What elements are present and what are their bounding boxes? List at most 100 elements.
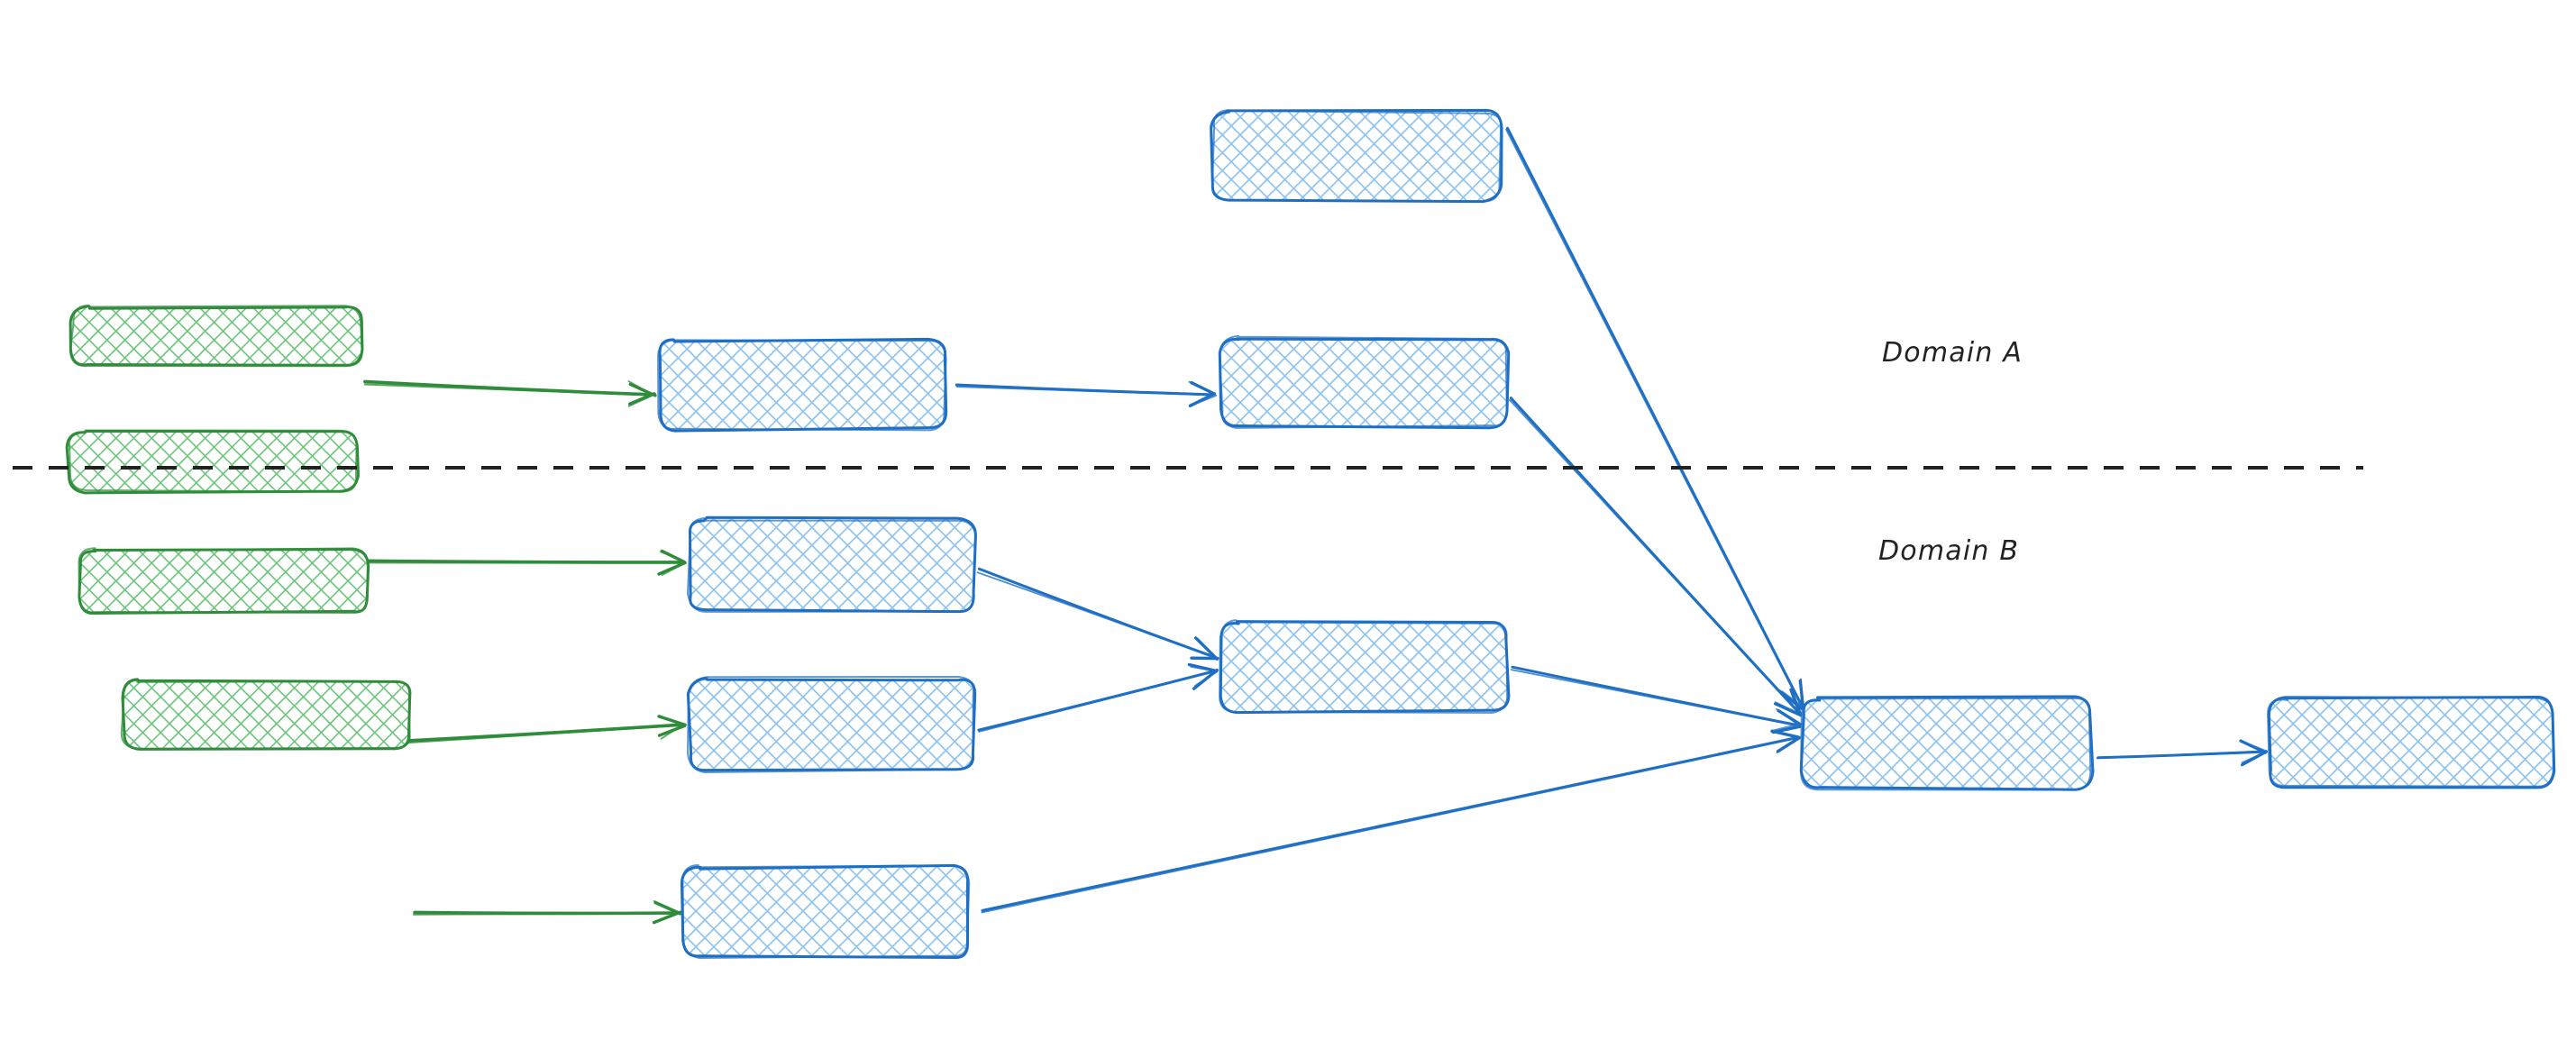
edge-arrowhead xyxy=(653,899,681,914)
edge-arrowhead xyxy=(1197,637,1218,660)
edge-line xyxy=(363,379,653,397)
diagram-node-green[interactable] xyxy=(120,678,412,751)
node-fill xyxy=(2269,698,2553,787)
diagram-edge xyxy=(2096,739,2268,767)
edge-line xyxy=(1509,397,1800,714)
node-outline xyxy=(78,547,369,615)
diagram-edge xyxy=(977,662,1219,733)
edge-arrowhead xyxy=(653,911,680,924)
node-outline xyxy=(2267,696,2554,788)
edge-arrowhead xyxy=(1190,656,1219,660)
node-outline xyxy=(681,864,971,960)
edge-arrowhead xyxy=(627,393,657,407)
diagram-node-blue[interactable] xyxy=(1210,108,1503,204)
node-fill xyxy=(1221,621,1508,713)
edge-line xyxy=(1508,398,1799,714)
diagram-node-green[interactable] xyxy=(65,429,360,495)
edge-line xyxy=(371,724,683,746)
edge-arrowhead xyxy=(660,716,686,726)
edge-arrowhead xyxy=(1770,731,1801,738)
diagram-node-green[interactable] xyxy=(69,305,364,368)
edge-arrowhead xyxy=(653,900,682,916)
edge-arrowhead xyxy=(1789,688,1803,716)
edge-line xyxy=(1511,665,1797,726)
edge-arrowhead xyxy=(661,561,687,577)
edge-arrowhead xyxy=(660,551,686,562)
node-fill xyxy=(72,306,363,367)
edge-arrowhead xyxy=(660,723,685,740)
edge-arrowhead xyxy=(1771,723,1799,732)
node-outline xyxy=(687,675,975,774)
edge-line xyxy=(955,386,1212,397)
edge-arrowhead xyxy=(1774,702,1803,717)
diagram-edge xyxy=(981,729,1801,914)
node-fill xyxy=(689,678,975,771)
nodes-layer xyxy=(65,108,2556,960)
edge-line xyxy=(976,571,1214,659)
diagram-edge xyxy=(976,567,1219,661)
edge-arrowhead xyxy=(1800,678,1803,707)
node-fill xyxy=(689,518,975,612)
edge-arrowhead xyxy=(1776,707,1801,727)
diagram-edge xyxy=(412,899,682,925)
edge-arrowhead xyxy=(1194,670,1219,687)
diagram-node-blue[interactable] xyxy=(686,675,977,774)
node-outline xyxy=(69,305,363,368)
domain-b-label: Domain B xyxy=(1878,535,2020,567)
node-fill xyxy=(1220,337,1508,427)
node-fill xyxy=(69,431,358,492)
node-outline xyxy=(1211,109,1503,203)
diagram-node-blue[interactable] xyxy=(1799,695,2095,791)
diagram-edge xyxy=(1508,397,1803,717)
diagram-edge xyxy=(363,379,657,407)
node-fill xyxy=(1802,698,2092,789)
edge-arrowhead xyxy=(1188,394,1218,407)
edge-line xyxy=(2096,751,2262,760)
edge-arrowhead xyxy=(657,724,687,737)
edge-arrowhead xyxy=(1188,380,1216,395)
diagram-node-blue[interactable] xyxy=(680,863,971,960)
diagram-node-blue[interactable] xyxy=(2267,695,2556,789)
edge-arrowhead xyxy=(2241,740,2267,752)
edge-arrowhead xyxy=(1776,737,1800,753)
edge-line xyxy=(412,912,677,916)
diagram-node-blue[interactable] xyxy=(1218,334,1511,430)
edge-arrowhead xyxy=(1774,701,1802,716)
diagram-edge xyxy=(1510,665,1803,734)
diagram-node-blue[interactable] xyxy=(1219,619,1511,715)
diagram-node-green[interactable] xyxy=(78,547,370,615)
edge-line xyxy=(1510,669,1796,726)
edge-arrowhead xyxy=(627,380,655,397)
node-outline xyxy=(657,339,947,432)
diagram-edge xyxy=(359,549,687,577)
edge-line xyxy=(363,383,652,397)
diagram-node-blue[interactable] xyxy=(657,337,948,433)
edge-arrowhead xyxy=(2241,752,2266,764)
edge-line xyxy=(1505,128,1802,706)
node-fill xyxy=(122,680,411,750)
edge-arrowhead xyxy=(1790,688,1803,716)
node-outline xyxy=(687,517,977,613)
edge-arrowhead xyxy=(628,392,656,406)
node-outline xyxy=(69,305,364,367)
edge-line xyxy=(977,567,1215,659)
node-fill xyxy=(682,866,970,958)
node-outline xyxy=(1800,698,2092,791)
node-outline xyxy=(120,679,411,750)
edges-layer xyxy=(359,126,2268,925)
node-fill xyxy=(1211,111,1502,201)
edge-line xyxy=(978,670,1215,733)
diagram-edge xyxy=(371,715,687,746)
edge-line xyxy=(981,737,1797,914)
diagram-node-blue[interactable] xyxy=(687,515,977,614)
diagram-edge xyxy=(955,380,1218,407)
domain-a-label: Domain A xyxy=(1882,337,2023,369)
node-outline xyxy=(68,429,358,493)
node-fill xyxy=(658,340,946,430)
diagram-edge xyxy=(1505,126,1805,710)
node-outline xyxy=(1218,334,1508,429)
node-fill xyxy=(79,549,370,614)
edge-arrowhead xyxy=(1190,665,1217,672)
